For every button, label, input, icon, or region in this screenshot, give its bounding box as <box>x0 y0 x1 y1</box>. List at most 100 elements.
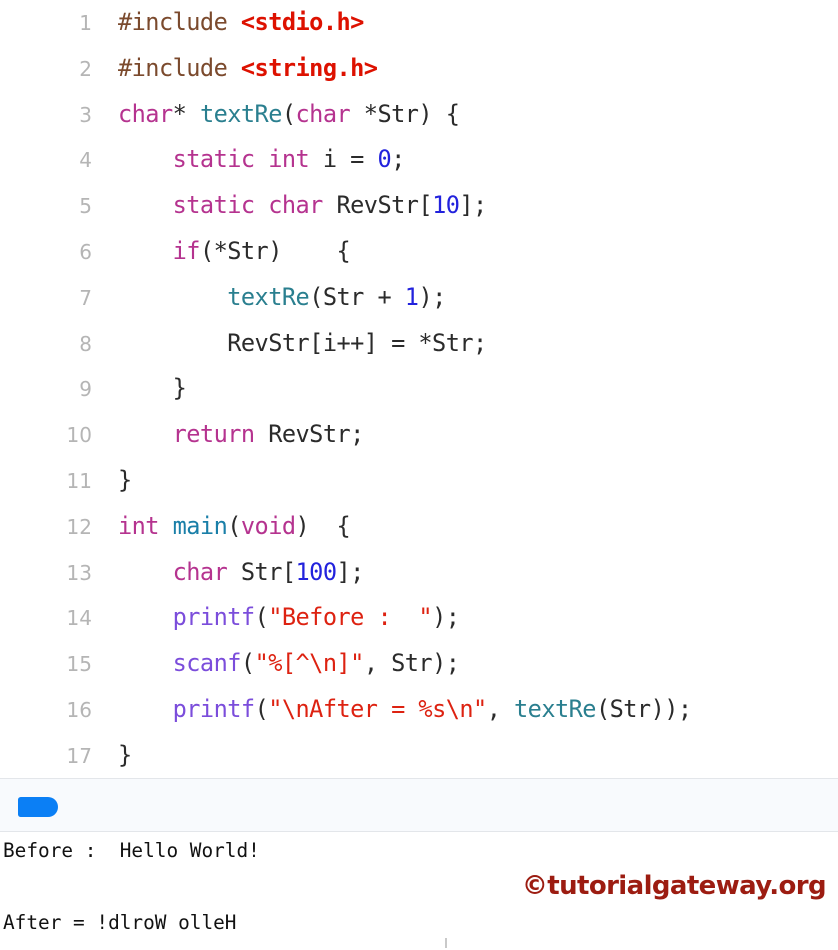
console-output-pane[interactable]: Before : Hello World!After = !dlroW olle… <box>0 833 838 950</box>
code-token: char <box>268 191 323 220</box>
code-line-text[interactable]: } <box>92 733 838 778</box>
code-line-text[interactable]: char* textRe(char *Str) { <box>92 92 838 138</box>
code-line[interactable]: 5 static char RevStr[10]; <box>0 183 838 229</box>
code-token: RevStr[i++] = *Str; <box>118 328 487 357</box>
code-token <box>255 191 269 219</box>
line-number: 6 <box>79 239 92 264</box>
code-token: main <box>172 511 228 540</box>
code-token <box>118 695 173 723</box>
code-token: int <box>268 145 310 174</box>
code-token: <stdio.h> <box>240 8 364 36</box>
code-token: char <box>295 99 351 128</box>
code-token <box>118 558 173 586</box>
code-line-text[interactable]: RevStr[i++] = *Str; <box>92 321 838 367</box>
editor-toolbar[interactable] <box>0 778 838 832</box>
code-token: #include <box>118 53 241 82</box>
code-token: "%[^\n]" <box>254 649 365 678</box>
code-token: 10 <box>432 191 460 220</box>
code-line-text[interactable]: int main(void) { <box>92 504 838 550</box>
code-line[interactable]: 6 if(*Str) { <box>0 229 838 275</box>
code-line[interactable]: 11} <box>0 458 838 504</box>
code-line[interactable]: 15 scanf("%[^\n]", Str); <box>0 641 838 687</box>
code-token: ]; <box>459 191 487 220</box>
code-line[interactable]: 14 printf("Before : "); <box>0 595 838 641</box>
code-token: textRe <box>514 694 596 723</box>
code-line[interactable]: 13 char Str[100]; <box>0 550 838 596</box>
code-line[interactable]: 2#include <string.h> <box>0 46 838 92</box>
code-token: #include <box>118 8 241 36</box>
code-line[interactable]: 7 textRe(Str + 1); <box>0 275 838 321</box>
code-line[interactable]: 17} <box>0 733 838 778</box>
code-line-text[interactable]: printf("\nAfter = %s\n", textRe(Str)); <box>92 687 838 733</box>
code-line-text[interactable]: } <box>92 458 838 504</box>
code-line-text[interactable]: scanf("%[^\n]", Str); <box>92 641 838 687</box>
line-number: 3 <box>79 102 92 127</box>
code-token: ; <box>391 145 405 174</box>
code-token: ); <box>418 282 446 311</box>
code-editor-pane[interactable]: 1#include <stdio.h>2#include <string.h>3… <box>0 0 838 778</box>
code-line[interactable]: 16 printf("\nAfter = %s\n", textRe(Str))… <box>0 687 838 733</box>
code-token: printf <box>172 603 255 632</box>
code-line-text[interactable]: char Str[100]; <box>92 550 838 596</box>
code-token <box>255 145 269 173</box>
code-line-text[interactable]: #include <string.h> <box>92 46 838 92</box>
line-number: 2 <box>79 56 92 81</box>
code-token: int <box>118 511 160 540</box>
code-line[interactable]: 4 static int i = 0; <box>0 137 838 183</box>
code-token: scanf <box>172 649 242 678</box>
code-token: ( <box>281 99 296 128</box>
code-line-text[interactable]: #include <stdio.h> <box>92 0 838 46</box>
code-token: if <box>172 236 201 265</box>
code-token: char <box>118 99 173 128</box>
code-token: printf <box>172 694 255 723</box>
code-line-text[interactable]: return RevStr; <box>92 412 838 458</box>
code-token: textRe <box>227 282 310 311</box>
code-line[interactable]: 10 return RevStr; <box>0 412 838 458</box>
line-number: 9 <box>79 377 92 402</box>
code-token: "Before : " <box>268 603 433 632</box>
code-line-text[interactable]: static int i = 0; <box>92 137 838 183</box>
code-line[interactable]: 1#include <stdio.h> <box>0 0 838 46</box>
code-token: i = <box>309 145 378 174</box>
code-token: char <box>172 557 228 586</box>
code-token <box>118 283 227 311</box>
code-token <box>118 649 173 677</box>
code-token: ( <box>227 511 241 540</box>
code-token <box>118 191 173 219</box>
code-token: (Str + <box>309 282 405 311</box>
code-line[interactable]: 8 RevStr[i++] = *Str; <box>0 321 838 367</box>
code-line-text[interactable]: if(*Str) { <box>92 229 838 275</box>
code-line[interactable]: 9 } <box>0 366 838 412</box>
code-line-text[interactable]: printf("Before : "); <box>92 595 838 641</box>
code-line-text[interactable]: } <box>92 366 838 412</box>
code-token: } <box>118 465 132 494</box>
code-line-text[interactable]: textRe(Str + 1); <box>92 275 838 321</box>
line-number: 4 <box>79 148 92 173</box>
code-token: } <box>118 740 132 769</box>
code-token: (Str)); <box>595 694 692 723</box>
code-token: 100 <box>295 557 338 586</box>
run-button-cursor[interactable] <box>18 797 58 817</box>
console-line: Before : Hello World! <box>3 839 260 862</box>
site-watermark: ©tutorialgateway.org <box>521 871 827 901</box>
code-token <box>118 237 173 265</box>
line-number: 11 <box>66 468 92 493</box>
code-token: return <box>172 420 255 449</box>
code-token <box>118 145 173 173</box>
code-token: ( <box>240 649 255 678</box>
code-token: void <box>240 511 296 540</box>
console-caret-artifact <box>445 938 447 948</box>
code-line-text[interactable]: static char RevStr[10]; <box>92 183 838 229</box>
code-token: 1 <box>404 282 419 311</box>
code-token: ) { <box>295 511 351 540</box>
code-token: RevStr[ <box>322 191 433 220</box>
line-number: 10 <box>66 423 92 448</box>
line-number: 5 <box>79 194 92 219</box>
line-number: 1 <box>79 11 92 35</box>
line-number: 17 <box>66 743 92 768</box>
code-token: ]; <box>336 557 365 586</box>
line-number: 14 <box>66 606 92 631</box>
